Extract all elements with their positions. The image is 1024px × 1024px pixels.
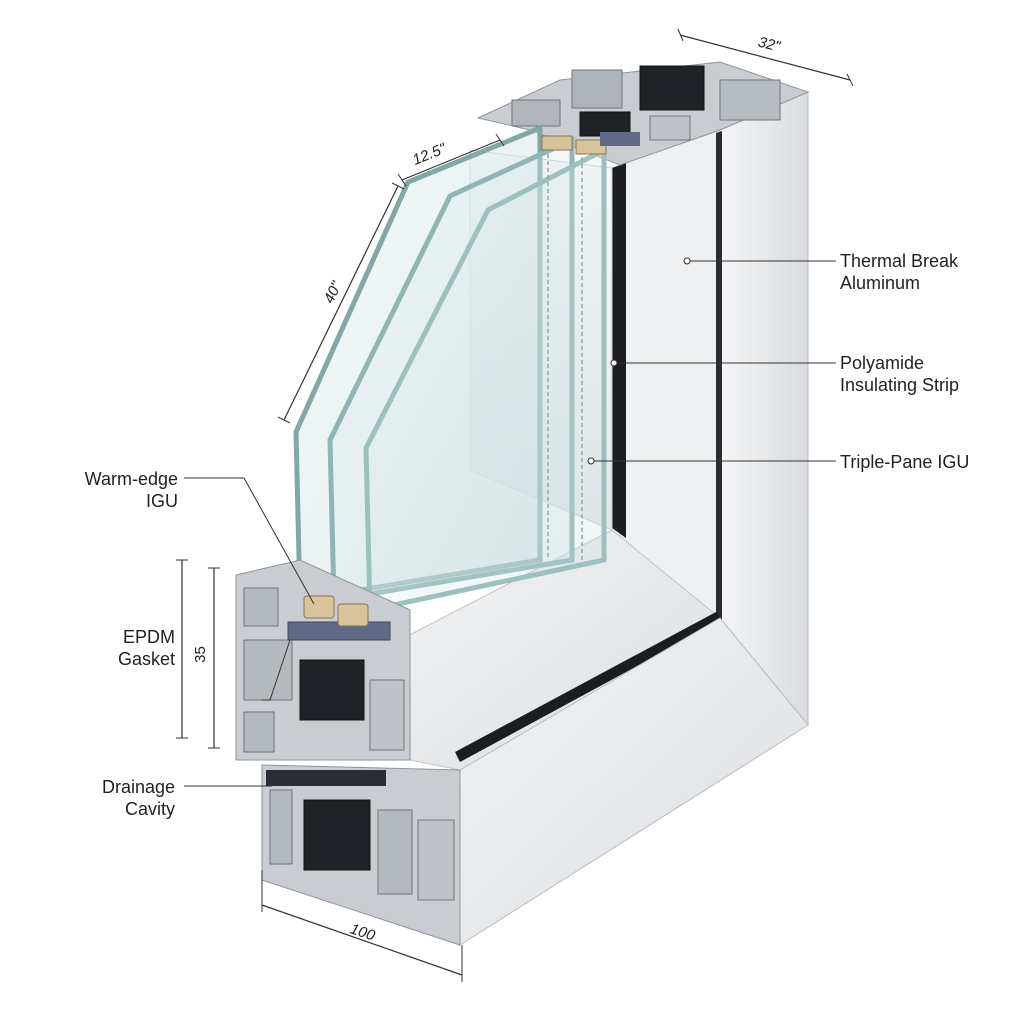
label-warm-edge-line1: Warm-edge bbox=[84, 469, 178, 489]
label-thermal-break: Thermal Break Aluminum bbox=[840, 250, 958, 294]
label-warm-edge-line2: IGU bbox=[145, 491, 178, 511]
label-epdm: EPDM Gasket bbox=[60, 626, 175, 670]
label-warm-edge: Warm-edge IGU bbox=[60, 468, 178, 512]
label-triple-pane: Triple-Pane IGU bbox=[840, 451, 969, 473]
leader-dot-triple-pane bbox=[587, 457, 595, 465]
drainage-channel bbox=[266, 770, 386, 786]
sash-chamber-4 bbox=[369, 679, 405, 751]
leader-epdm bbox=[262, 639, 291, 701]
dim-tick-depth-1 bbox=[397, 173, 407, 187]
top-chamber-6 bbox=[649, 115, 691, 141]
glass-pane-inner bbox=[363, 145, 607, 614]
dim-label-frame-height: 35 bbox=[191, 646, 209, 663]
top-gasket bbox=[600, 132, 640, 146]
frame-chamber-2 bbox=[303, 799, 371, 871]
leader-dot-polyamide bbox=[610, 359, 618, 367]
warm-edge-spacer-2 bbox=[337, 603, 369, 627]
dim-tick-depth-2 bbox=[495, 133, 505, 147]
dim-tick-top-2 bbox=[846, 73, 854, 87]
sash-chamber-5 bbox=[243, 711, 275, 753]
jamb-edge-line bbox=[716, 131, 722, 620]
label-epdm-line2: Gasket bbox=[117, 649, 175, 669]
label-polyamide-line2: Insulating Strip bbox=[840, 375, 960, 395]
label-epdm-line1: EPDM bbox=[122, 627, 175, 647]
label-drainage-line2: Cavity bbox=[124, 799, 175, 819]
label-thermal-break-line2: Aluminum bbox=[840, 273, 921, 293]
top-chamber-4 bbox=[511, 99, 561, 127]
dim-line-glass-height bbox=[283, 185, 399, 421]
label-thermal-break-line1: Thermal Break bbox=[840, 251, 959, 271]
dim-tick-top-1 bbox=[677, 28, 684, 42]
jamb-outer-face bbox=[719, 91, 809, 727]
label-drainage: Drainage Cavity bbox=[60, 776, 175, 820]
sash-chamber-2 bbox=[243, 639, 293, 701]
leader-dot-thermal-break bbox=[683, 257, 691, 265]
sash-chamber-1 bbox=[243, 587, 279, 627]
top-spacer-2 bbox=[575, 139, 607, 155]
dim-line-top-width bbox=[679, 34, 851, 81]
warm-edge-spacer-1 bbox=[303, 595, 335, 619]
leader-warm-edge bbox=[184, 477, 315, 605]
frame-chamber-1 bbox=[269, 789, 293, 865]
dim-line-frame-depth bbox=[261, 904, 463, 976]
sash-chamber-3 bbox=[299, 659, 365, 721]
frame-chamber-3 bbox=[377, 809, 413, 895]
label-drainage-line1: Drainage bbox=[101, 777, 175, 797]
top-spacer-1 bbox=[541, 135, 573, 151]
jamb-front-face bbox=[619, 129, 721, 620]
polyamide-strip-horizontal bbox=[455, 612, 722, 762]
label-triple-pane-line1: Triple-Pane IGU bbox=[840, 452, 970, 472]
polyamide-strip-vertical bbox=[612, 163, 626, 538]
dim-line-glass-depth bbox=[401, 139, 501, 181]
top-chamber-1 bbox=[571, 69, 623, 109]
top-chamber-2 bbox=[639, 65, 705, 111]
top-chamber-3 bbox=[719, 79, 781, 121]
dim-tick-height-1 bbox=[277, 416, 291, 424]
dim-tick-height-2 bbox=[391, 182, 405, 190]
label-polyamide: Polyamide Insulating Strip bbox=[840, 352, 959, 396]
frame-chamber-4 bbox=[417, 819, 455, 901]
label-polyamide-line1: Polyamide bbox=[840, 353, 925, 373]
